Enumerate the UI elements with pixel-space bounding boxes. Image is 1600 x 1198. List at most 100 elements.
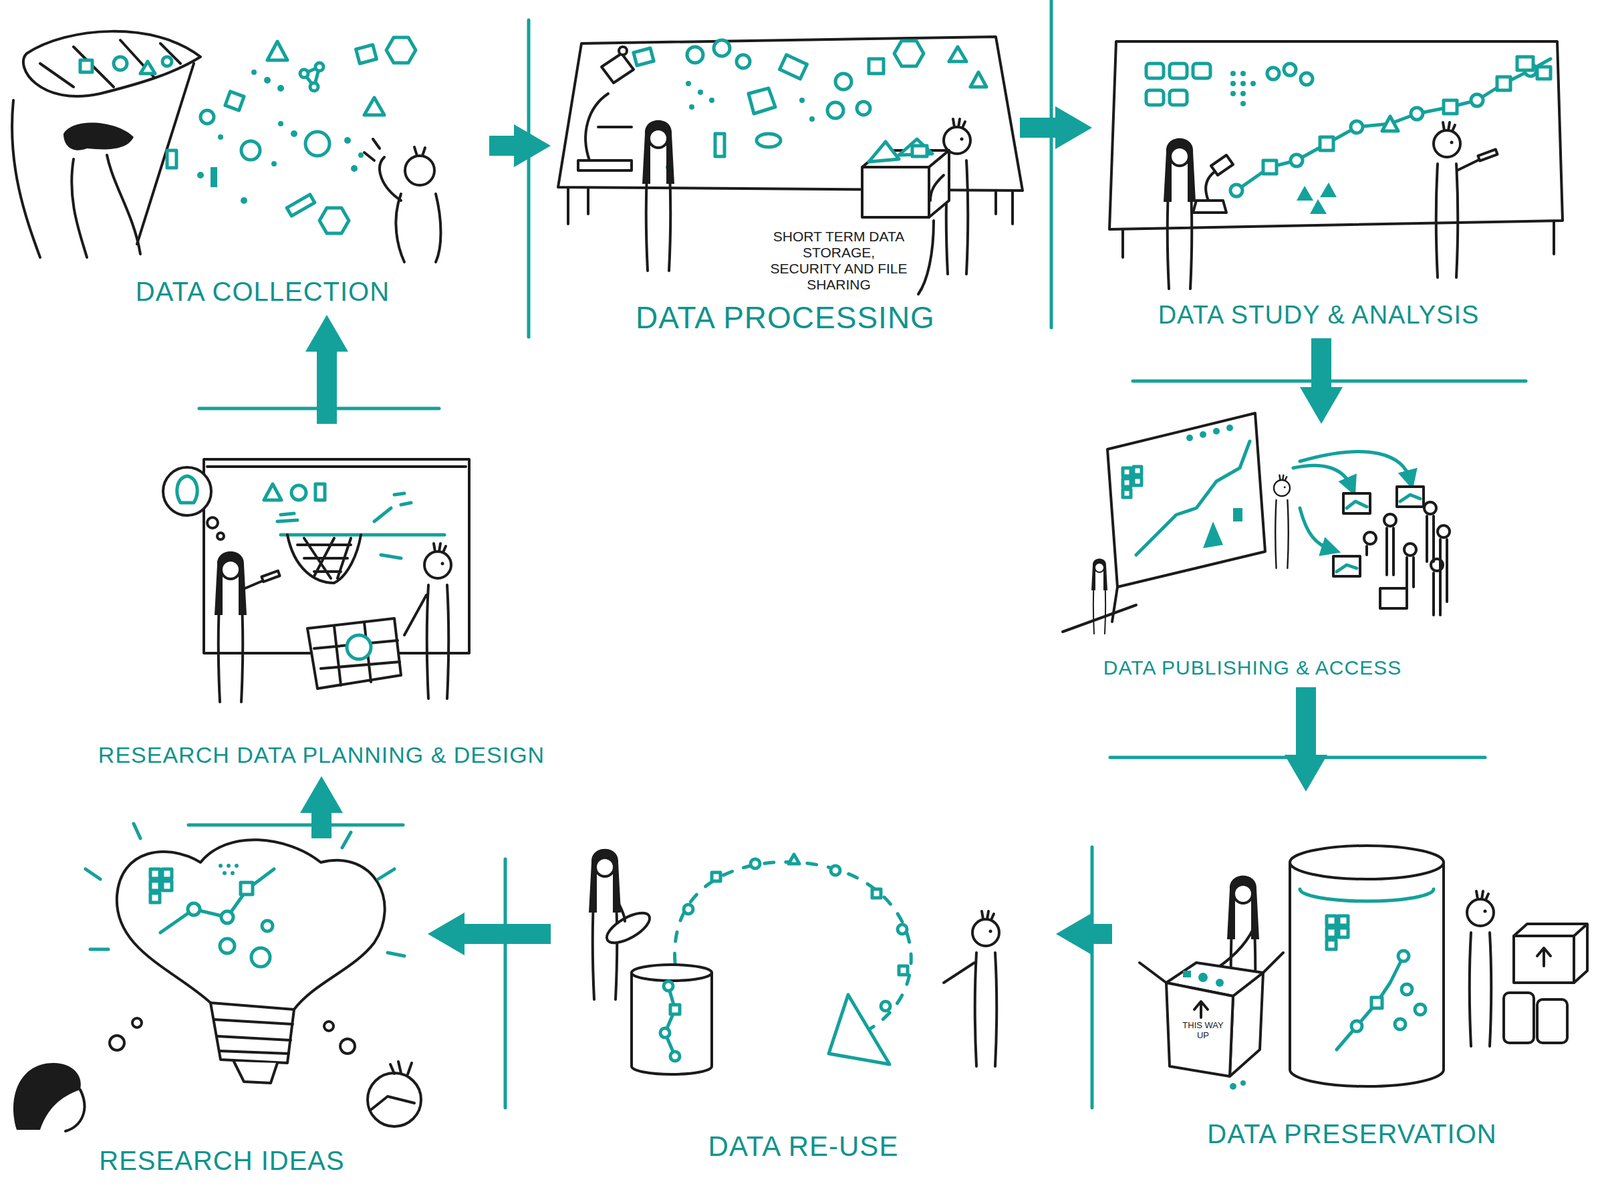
stage-panel: DATA STUDY & ANALYSIS: [1096, 6, 1542, 335]
processing-scene: [835, 73, 852, 90]
collection-scene: [80, 60, 93, 73]
study-scene: [1109, 41, 1563, 230]
study-scene: [1146, 63, 1164, 79]
study-scene: [1267, 67, 1280, 80]
publishing-scene: [1384, 513, 1397, 526]
processing-scene: [779, 54, 808, 79]
planning-scene: [307, 618, 402, 689]
study-scene: [1263, 160, 1277, 174]
study-scene: [1240, 70, 1246, 77]
study-scene: [1443, 100, 1457, 114]
publishing-scene: [1437, 525, 1450, 538]
collection-scene: [358, 152, 364, 158]
collection-scene: [200, 110, 214, 124]
ideas-scene: [13, 1062, 81, 1130]
publishing-scene: [1091, 558, 1108, 634]
processing-scene: [709, 97, 715, 103]
collection-scene: [278, 120, 284, 127]
study-scene: [1230, 90, 1236, 97]
publishing-scene: [1226, 424, 1234, 432]
study-scene: [1250, 80, 1256, 87]
collection-scene: [113, 56, 127, 71]
collection-scene: [106, 155, 141, 254]
preservation-scene: [1503, 992, 1534, 1043]
planning-scene: [207, 517, 218, 528]
processing-scene: [558, 36, 1023, 191]
publishing-scene: [1366, 515, 1447, 615]
annotation-label: THIS WAY UP: [1178, 1020, 1228, 1041]
ideas-scene: [109, 1035, 125, 1050]
ideas-scene: [90, 947, 109, 952]
preservation-scene: [1537, 947, 1551, 966]
processing-scene: [715, 133, 725, 157]
collection-scene: [319, 207, 349, 234]
publishing-scene: [1364, 531, 1377, 545]
study-scene: [1382, 116, 1399, 131]
preservation-scene: [1338, 927, 1349, 938]
study-scene: [1205, 170, 1217, 201]
preservation-scene: [1166, 982, 1234, 1077]
flow-arrow: [311, 812, 332, 839]
collection-scene: [162, 56, 172, 67]
planning-scene: [346, 634, 371, 659]
preservation-scene: [1326, 939, 1337, 950]
preservation-scene: [1215, 978, 1224, 987]
processing-scene: [598, 125, 632, 129]
collection-scene: [40, 40, 181, 87]
ideas-scene: [222, 870, 227, 875]
processing-scene: [930, 175, 944, 201]
ideas-scene: [85, 823, 405, 956]
reuse-scene: [631, 964, 712, 981]
study-scene: [1230, 70, 1256, 107]
processing-scene: [642, 120, 675, 271]
publishing-scene: [1380, 588, 1407, 609]
planning-scene: [263, 483, 282, 500]
preservation-scene: [1326, 915, 1337, 925]
stage-label: DATA PROCESSING: [635, 300, 936, 336]
processing-scene: [862, 167, 929, 218]
stage-panel: DATA RE-USE: [554, 842, 1052, 1167]
ideas-scene: [233, 1061, 278, 1083]
ideas-scene: [240, 882, 253, 895]
stage-label: DATA COLLECTION: [135, 276, 390, 307]
ideas-scene: [187, 882, 273, 967]
preservation-scene: [1513, 923, 1588, 983]
preservation-scene: [1240, 1080, 1246, 1086]
preservation-scene: [1351, 950, 1426, 1032]
collection-scene: [225, 91, 244, 111]
publishing-scene: [1299, 507, 1332, 550]
collection-scene: [310, 82, 319, 91]
study-scene: [1236, 58, 1551, 191]
flow-arrow: [316, 351, 337, 424]
study-scene: [1109, 41, 1563, 289]
study-scene: [1169, 90, 1187, 105]
planning-scene: [280, 533, 445, 537]
reuse-scene: [788, 854, 800, 864]
preservation-scene: [1338, 915, 1349, 925]
collection-scene: [277, 84, 285, 92]
collection-scene: [435, 193, 442, 262]
planning-scene: [404, 594, 427, 635]
preservation-scene: [1289, 845, 1444, 879]
publishing-scene: [1133, 466, 1142, 475]
preservation-scene: [1414, 1003, 1426, 1015]
publishing-scene: [1122, 467, 1131, 476]
study-scene: [1192, 200, 1227, 213]
reuse-scene: [670, 1051, 680, 1061]
publishing-scene: [1333, 556, 1361, 577]
processing-scene: [618, 46, 627, 55]
ideas-scene: [150, 868, 172, 903]
publishing-scene: [1346, 501, 1367, 508]
reuse-scene: [828, 994, 890, 1064]
study-scene: [1240, 100, 1246, 107]
publishing-scene: [1203, 521, 1224, 549]
divider-line: [503, 858, 508, 1108]
collection-scene: [305, 131, 330, 156]
processing-scene: [970, 72, 987, 87]
flow-arrow: [1311, 338, 1332, 387]
preservation-scene: [1198, 972, 1208, 982]
study-scene: [1497, 76, 1511, 91]
publishing-scene: [1365, 546, 1369, 555]
publishing-scene: [1406, 557, 1414, 587]
